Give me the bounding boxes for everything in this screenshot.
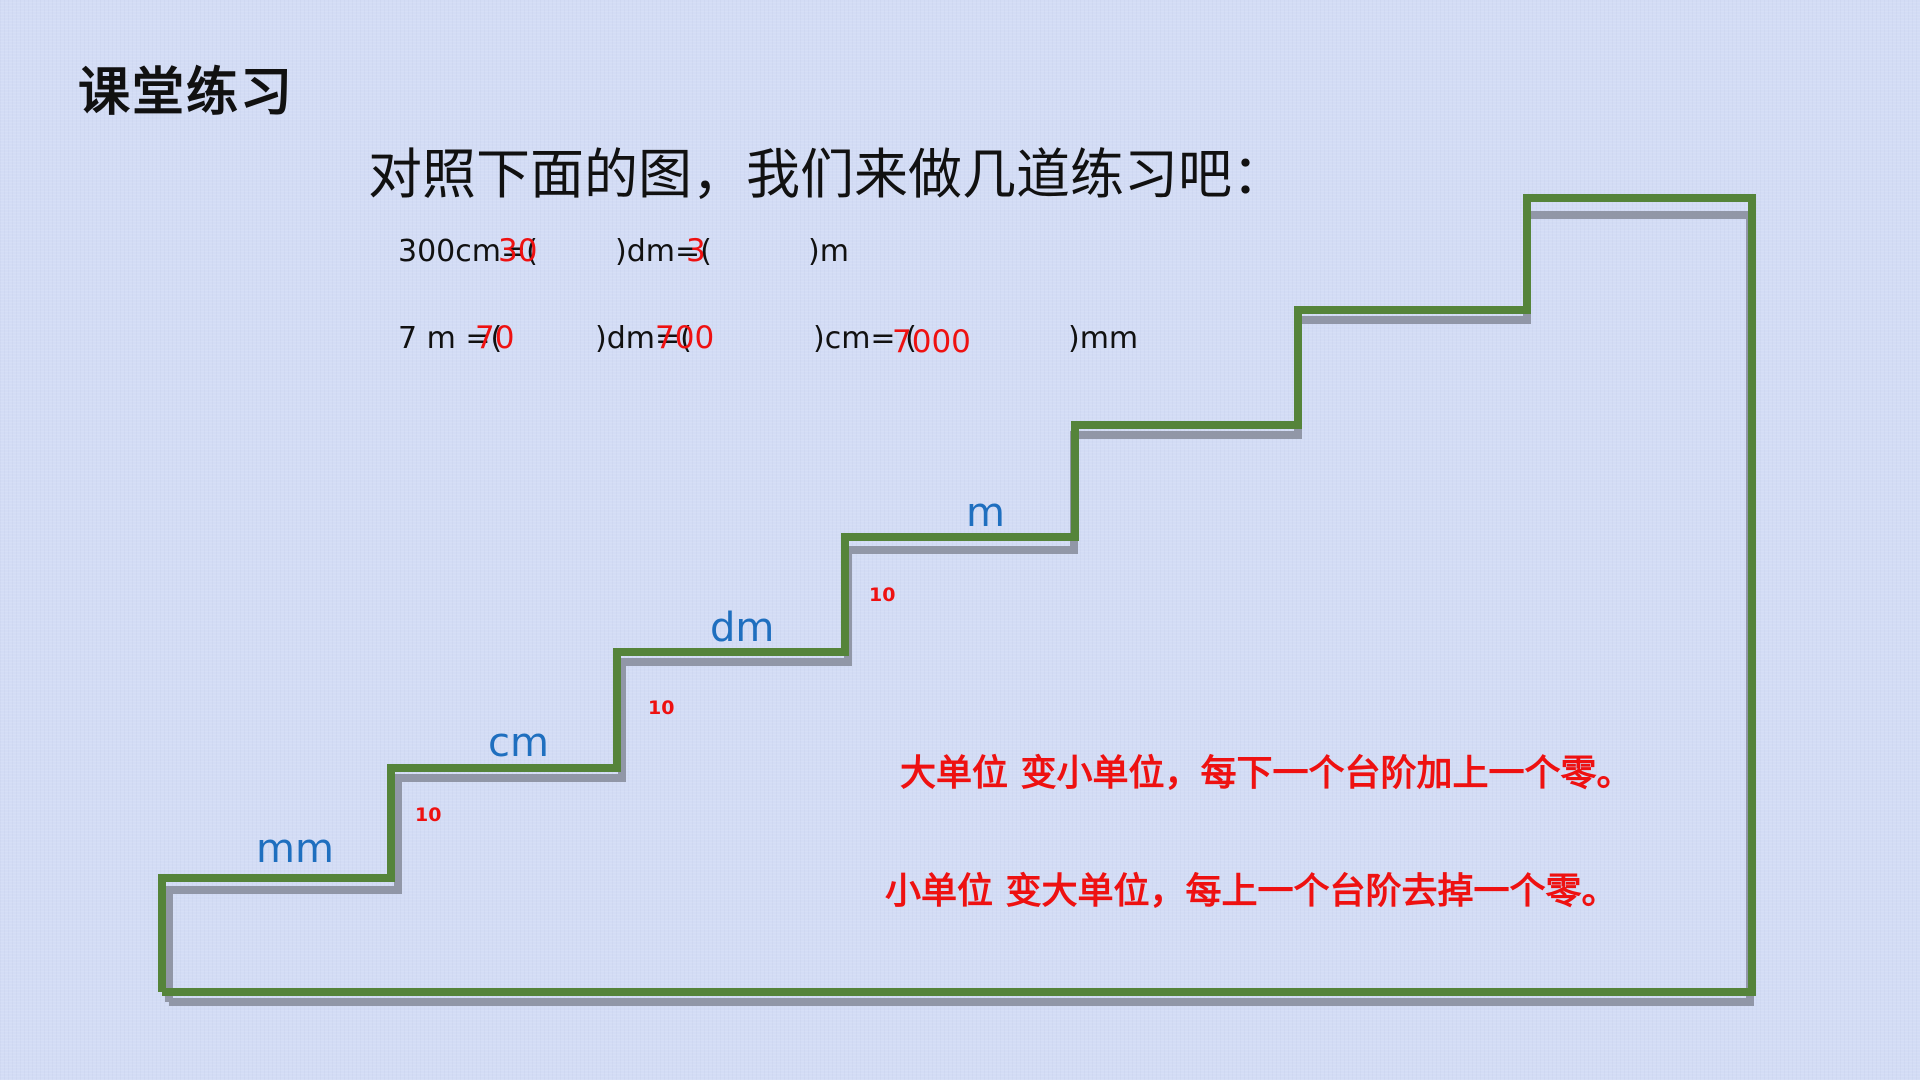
staircase-shadow (165, 211, 1754, 1006)
exercise-1-part-2: )dm=( (615, 234, 712, 269)
unit-label-m: m (966, 490, 1005, 536)
unit-label-dm: dm (710, 605, 775, 651)
rule-big-to-small: 大单位 变小单位，每下一个台阶加上一个零。 (900, 753, 1633, 794)
exercise-2-part-3: )cm= ( (813, 321, 917, 356)
exercise-2-answer-1: 70 (475, 320, 515, 356)
staircase-outline (158, 194, 1756, 996)
exercise-2-part-2: )dm=( (595, 321, 692, 356)
step-factor-mm-cm: 10 (415, 804, 442, 826)
exercise-1-answer-1: 30 (498, 233, 538, 269)
exercise-1-answer-2: 3 (686, 233, 706, 269)
exercise-2-answer-3: 7000 (892, 324, 971, 360)
instruction-text: 对照下面的图，我们来做几道练习吧： (368, 143, 1286, 206)
rule-small-to-big: 小单位 变大单位，每上一个台阶去掉一个零。 (885, 871, 1618, 912)
exercise-1-part-1: 300cm=( (398, 234, 538, 269)
unit-label-mm: mm (256, 826, 334, 872)
exercise-1-part-3: )m (808, 234, 849, 269)
exercise-2-answer-2: 700 (655, 320, 715, 356)
step-factor-cm-dm: 10 (648, 697, 675, 719)
exercise-2-part-4: )mm (1068, 321, 1139, 356)
unit-label-cm: cm (488, 720, 549, 766)
page-title: 课堂练习 (78, 63, 295, 123)
step-factor-dm-m: 10 (869, 584, 896, 606)
exercise-2-part-1: 7 m =( (398, 321, 503, 356)
